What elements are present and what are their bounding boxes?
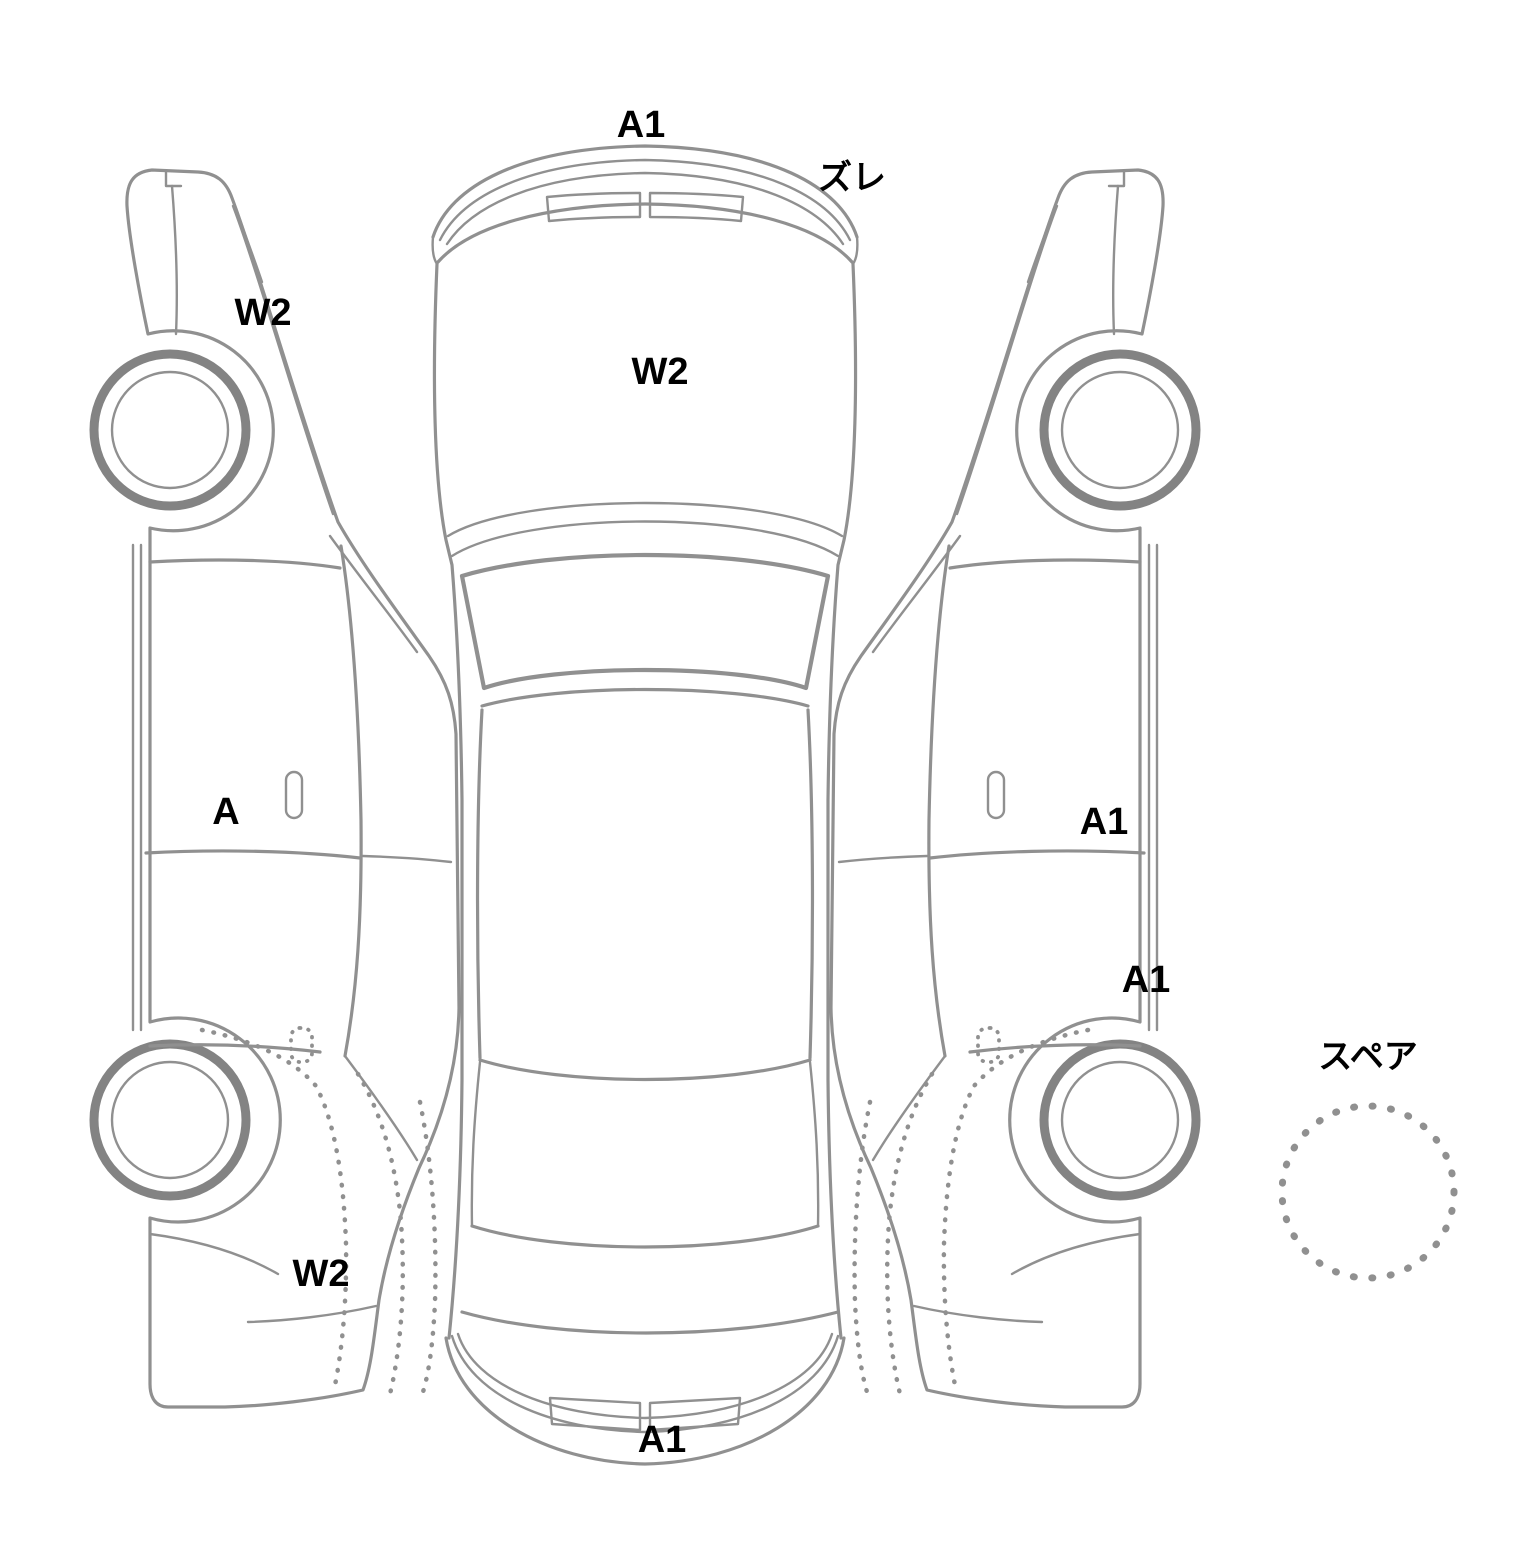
rear-wheel-rim xyxy=(110,1060,230,1180)
rear-quarter-dotted-line xyxy=(199,1027,349,1393)
spare-tire-circle xyxy=(1278,1102,1458,1282)
front-bumper xyxy=(431,144,859,266)
fuel-lid-dotted xyxy=(289,1026,314,1064)
roof xyxy=(475,687,815,1082)
cowl-arc-lower xyxy=(450,520,840,558)
trunk-seam xyxy=(246,1304,378,1324)
rear-glass-side-right xyxy=(808,1060,820,1228)
door-mid-seam xyxy=(144,849,362,860)
bumper-hood-notch xyxy=(164,170,183,188)
rear-bumper-seam xyxy=(148,1232,280,1276)
roof-side-right xyxy=(806,708,815,1060)
trunk-rear-edge xyxy=(460,1310,840,1335)
bumper-fender-seam xyxy=(170,184,178,336)
right-side-view-car xyxy=(831,170,1196,1407)
front-detail-lines xyxy=(164,170,335,516)
rear-license-left xyxy=(548,1396,642,1432)
front-bumper-lower-arc xyxy=(436,202,854,264)
rear-detail-lines xyxy=(148,1232,378,1324)
label-right-door: A1 xyxy=(1080,801,1129,843)
rear-door-rear-seam xyxy=(148,1043,322,1054)
rear-door-dotted-line xyxy=(355,1071,406,1397)
cowl-arc-upper xyxy=(446,501,844,538)
front-bumper-right-cap xyxy=(851,235,859,266)
rear-glass-side-left xyxy=(470,1060,482,1228)
label-windshield: W2 xyxy=(632,351,689,393)
roof-front-edge xyxy=(480,687,810,708)
label-front-misalignment: ズレ xyxy=(818,158,886,197)
label-spare-tire: スペア xyxy=(1318,1038,1418,1076)
damage-labels: A1 ズレ W2 W2 A A1 A1 W2 A1 スペア xyxy=(212,104,1418,1461)
rocker-sill-line xyxy=(131,543,143,1032)
b-pillar-line xyxy=(361,854,453,864)
front-bumper-inner-arc xyxy=(445,171,845,246)
body-side-left xyxy=(432,262,464,1340)
rear-bumper-mid-arc xyxy=(450,1334,840,1434)
front-bumper-mid-arc xyxy=(438,158,852,242)
front-wheel-rim xyxy=(110,370,230,490)
front-wheel-tire xyxy=(89,349,251,511)
label-left-front-fender: W2 xyxy=(235,292,292,334)
rear-wheel-tire xyxy=(89,1039,251,1201)
front-bumper-outer-arc xyxy=(431,144,859,239)
label-rear-bumper: A1 xyxy=(638,1419,687,1461)
front-bumper-left-cap xyxy=(431,235,439,266)
side-body-outline xyxy=(125,168,461,1409)
rear-bumper-outer-arc xyxy=(444,1336,846,1466)
top-view-car xyxy=(431,144,859,1466)
rear-bumper-inner-arc xyxy=(456,1332,834,1420)
rear-license-right xyxy=(648,1396,742,1432)
door-handle xyxy=(284,770,304,820)
front-grille-left xyxy=(545,191,642,223)
roof-rear-edge xyxy=(478,1058,812,1082)
hood-seam xyxy=(231,204,335,516)
body-side-right xyxy=(826,262,858,1340)
spare-tire xyxy=(1278,1102,1458,1282)
glass-lines xyxy=(328,534,453,1162)
label-left-rear-fender: W2 xyxy=(293,1253,350,1295)
windshield-outline xyxy=(459,552,831,691)
quarter-edge-dotted-line xyxy=(417,1099,438,1395)
headlight-line xyxy=(233,204,264,284)
front-door-front-seam xyxy=(148,558,342,570)
label-front-bumper: A1 xyxy=(617,104,666,146)
door-lines xyxy=(144,558,362,1054)
hidden-structure-dotted-lines xyxy=(199,1026,438,1397)
label-right-rear-quarter: A1 xyxy=(1122,959,1171,1001)
rear-bumper xyxy=(444,1332,846,1466)
belt-line xyxy=(339,544,363,1058)
rear-glass-bottom-edge xyxy=(470,1224,820,1249)
front-grille-right xyxy=(648,191,745,223)
rear-glass xyxy=(470,1060,820,1249)
c-pillar-line xyxy=(343,1054,419,1162)
roof-side-left xyxy=(475,708,484,1060)
label-left-door: A xyxy=(212,791,239,833)
left-side-view-car xyxy=(89,168,461,1409)
